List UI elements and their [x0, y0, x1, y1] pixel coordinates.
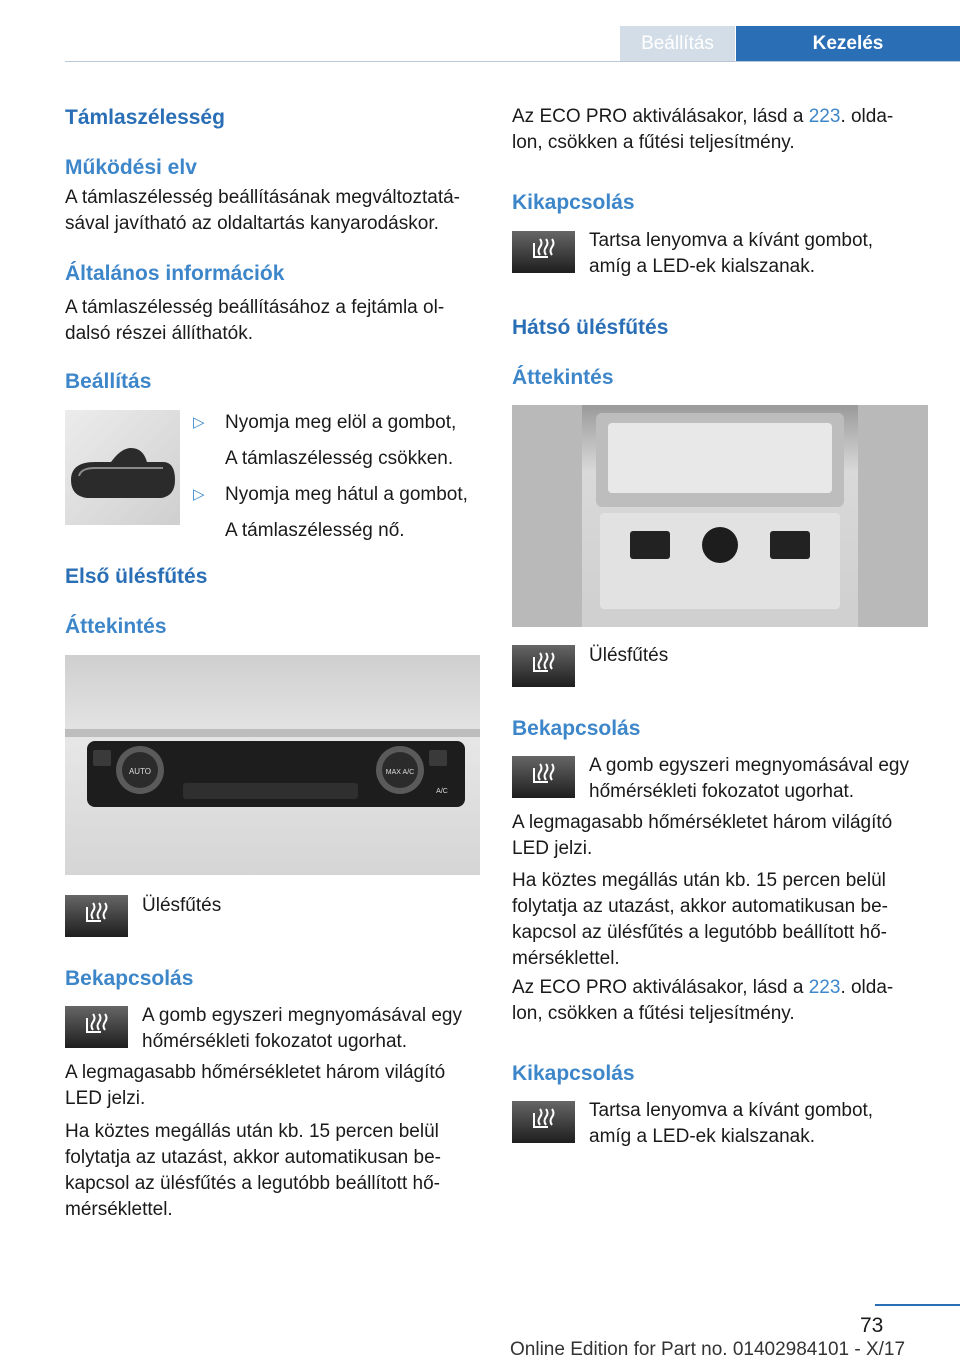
front-climate-panel-image: AUTO MAX A/C A/C — [65, 655, 480, 875]
heading-overview-front: Áttekintés — [65, 615, 167, 638]
text-line: Tartsa lenyomva a kívánt gombot, — [589, 230, 874, 251]
heading-switch-off-2: Kikapcsolás — [512, 1062, 635, 1085]
text-line: hőmérsékleti fokozatot ugorhat. — [142, 1031, 408, 1052]
text-fragment: Az ECO PRO aktiválásakor, lásd a — [512, 106, 809, 127]
text-line: sával javítható az oldaltartás kanyarodá… — [65, 213, 439, 234]
paragraph-principle: A támlaszélesség beállításának megváltoz… — [65, 185, 481, 237]
seat-heating-icon — [533, 1108, 555, 1128]
tab-chapter[interactable]: Kezelés — [736, 26, 960, 61]
caption-seat-heating-rear: Ülésfűtés — [589, 645, 669, 666]
paragraph-general-info: A támlaszélesség beállításához a fejtáml… — [65, 295, 481, 347]
step-item: ▷ Nyomja meg hátul a gombot, — [193, 482, 485, 518]
text-line: dalsó részei állíthatók. — [65, 323, 253, 344]
max-ac-label: MAX A/C — [386, 769, 414, 776]
text-line: mérséklettel. — [512, 948, 620, 969]
section-title-front-heating: Első ülésfűtés — [65, 565, 208, 588]
climate-panel-drawing: AUTO MAX A/C A/C — [65, 729, 480, 807]
seat-heating-icon — [533, 652, 555, 672]
paragraph-resume-front: Ha köztes megállás után kb. 15 percen be… — [65, 1119, 481, 1223]
triangle-bullet-icon: ▷ — [193, 486, 205, 503]
rear-console-image — [512, 405, 928, 627]
text-line: A legmagasabb hőmérsékletet három világí… — [65, 1062, 446, 1083]
backrest-button-image — [65, 410, 180, 525]
footer-rule — [875, 1304, 960, 1306]
text-line: lon, csökken a fűtési teljesítmény. — [512, 1003, 795, 1024]
paragraph-switch-off-1: Tartsa lenyomva a kívánt gombot, amíg a … — [589, 228, 939, 280]
heading-switch-on-rear: Bekapcsolás — [512, 717, 641, 740]
text-line: mérséklettel. — [65, 1199, 173, 1220]
text-line: amíg a LED-ek kialszanak. — [589, 256, 815, 277]
seat-heating-icon — [86, 1013, 108, 1033]
paragraph-switch-on-rear: A gomb egyszeri megnyomásával egy hőmérs… — [589, 753, 939, 805]
seat-heating-icon — [533, 763, 555, 783]
step-item: ▷ Nyomja meg elöl a gombot, — [193, 410, 485, 446]
heading-switch-off-1: Kikapcsolás — [512, 191, 635, 214]
text-fragment: . olda- — [840, 106, 894, 127]
text-line: A gomb egyszeri megnyomásával egy — [142, 1005, 462, 1026]
text-line: A támlaszélesség beállításának megváltoz… — [65, 187, 460, 208]
seat-heating-button-image — [512, 1101, 575, 1143]
heading-principle: Működési elv — [65, 156, 197, 179]
text-fragment: . olda- — [840, 977, 894, 998]
step-action: Nyomja meg hátul a gombot, — [225, 484, 468, 505]
text-line: kapcsol az ülésfűtés a legutóbb beállíto… — [512, 922, 887, 943]
text-line: amíg a LED-ek kialszanak. — [589, 1126, 815, 1147]
text-line: LED jelzi. — [65, 1088, 146, 1109]
caption-seat-heating-front: Ülésfűtés — [142, 895, 222, 916]
text-line: A gomb egyszeri megnyomásával egy — [589, 755, 909, 776]
text-line: Az ECO PRO aktiválásakor, lásd a 223. ol… — [512, 975, 928, 1001]
text-line: folytatja az utazást, akkor automatikusa… — [65, 1147, 441, 1168]
heading-overview-rear: Áttekintés — [512, 366, 614, 389]
seat-heating-button-image — [65, 1006, 128, 1048]
seat-heating-icon — [86, 902, 108, 922]
tab-section[interactable]: Beállítás — [620, 26, 735, 61]
backrest-button-icon — [71, 448, 175, 498]
text-line: folytatja az utazást, akkor automatikusa… — [512, 896, 888, 917]
text-line: A legmagasabb hőmérsékletet három világí… — [512, 812, 893, 833]
paragraph-max-level-front: A legmagasabb hőmérsékletet három világí… — [65, 1060, 481, 1112]
paragraph-resume-rear: Ha köztes megállás után kb. 15 percen be… — [512, 868, 928, 972]
text-line: kapcsol az ülésfűtés a legutóbb beállíto… — [65, 1173, 440, 1194]
seat-heating-button-image — [512, 231, 575, 273]
paragraph-eco-pro-1: Az ECO PRO aktiválásakor, lásd a 223. ol… — [512, 104, 928, 156]
text-line: Ha köztes megállás után kb. 15 percen be… — [512, 870, 886, 891]
heading-setting: Beállítás — [65, 370, 152, 393]
seat-heating-button-image — [65, 895, 128, 937]
paragraph-eco-pro-2: Az ECO PRO aktiválásakor, lásd a 223. ol… — [512, 975, 928, 1027]
paragraph-switch-off-2: Tartsa lenyomva a kívánt gombot, amíg a … — [589, 1098, 939, 1150]
text-line: Az ECO PRO aktiválásakor, lásd a 223. ol… — [512, 104, 928, 130]
text-line: Ha köztes megállás után kb. 15 percen be… — [65, 1121, 439, 1142]
page-link-223[interactable]: 223 — [808, 106, 841, 127]
text-line: Tartsa lenyomva a kívánt gombot, — [589, 1100, 874, 1121]
page-number: 73 — [860, 1314, 884, 1337]
step-action: Nyomja meg elöl a gombot, — [225, 412, 457, 433]
rear-console-drawing — [512, 405, 928, 627]
auto-label: AUTO — [129, 767, 151, 776]
paragraph-max-level-rear: A legmagasabb hőmérsékletet három világí… — [512, 810, 928, 862]
text-line: A támlaszélesség beállításához a fejtáml… — [65, 297, 445, 318]
step-list: ▷ Nyomja meg elöl a gombot, A támlaszéle… — [193, 410, 485, 544]
header-rule — [65, 61, 960, 62]
seat-heating-button-image — [512, 756, 575, 798]
text-line: hőmérsékleti fokozatot ugorhat. — [589, 781, 855, 802]
heading-general-info: Általános információk — [65, 262, 285, 285]
ac-label: A/C — [436, 788, 448, 795]
page-link-223[interactable]: 223 — [808, 977, 841, 998]
step-result: A támlaszélesség csökken. — [225, 448, 454, 469]
section-title-rear-heating: Hátsó ülésfűtés — [512, 316, 669, 339]
section-title-backrest: Támlaszélesség — [65, 106, 225, 129]
seat-heating-button-image — [512, 645, 575, 687]
heading-switch-on-front: Bekapcsolás — [65, 967, 194, 990]
paragraph-switch-on-front: A gomb egyszeri megnyomásával egy hőmérs… — [142, 1003, 492, 1055]
triangle-bullet-icon: ▷ — [193, 414, 205, 431]
seat-heating-icon — [533, 238, 555, 258]
text-line: LED jelzi. — [512, 838, 593, 859]
text-line: lon, csökken a fűtési teljesítmény. — [512, 132, 795, 153]
edition-note: Online Edition for Part no. 01402984101 … — [510, 1339, 906, 1360]
step-result: A támlaszélesség nő. — [225, 520, 405, 541]
text-fragment: Az ECO PRO aktiválásakor, lásd a — [512, 977, 809, 998]
